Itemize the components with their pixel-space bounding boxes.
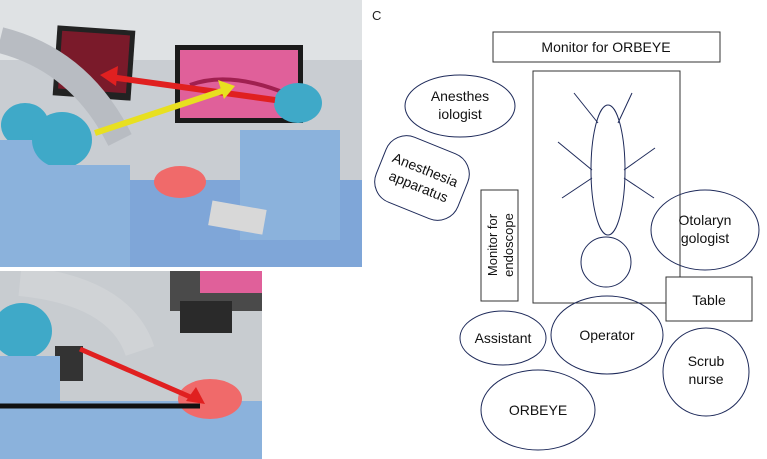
operating-bed bbox=[532, 70, 681, 304]
anesthesia-apparatus-label: Anesthesia bbox=[390, 149, 460, 190]
monitor-endoscope-label: Monitor for bbox=[485, 213, 500, 276]
operator-label: Operator bbox=[579, 327, 635, 343]
table-box bbox=[665, 276, 753, 322]
photo-a bbox=[0, 0, 362, 267]
monitor-orbeye-box bbox=[492, 31, 721, 63]
anesthesia-apparatus-box bbox=[374, 135, 470, 221]
operator-node bbox=[550, 295, 664, 375]
scrub-nurse-label-2: nurse bbox=[688, 371, 723, 387]
monitor-endoscope-label-2: endoscope bbox=[501, 213, 516, 277]
table-label: Table bbox=[692, 292, 726, 308]
assistant-node bbox=[459, 310, 547, 366]
scrub-nurse-label: Scrub bbox=[688, 353, 725, 369]
anesthesiologist-label: Anesthes bbox=[431, 88, 489, 104]
anesthesiologist-node bbox=[404, 74, 516, 138]
monitor-orbeye-label: Monitor for ORBEYE bbox=[541, 39, 670, 55]
patient-figure bbox=[557, 92, 656, 288]
scrub-nurse-node bbox=[662, 327, 750, 417]
assistant-label: Assistant bbox=[475, 330, 532, 346]
otolaryngologist-label: Otolaryn bbox=[679, 212, 732, 228]
otolaryngologist-label-2: gologist bbox=[681, 230, 729, 246]
anesthesia-apparatus-label-2: apparatus bbox=[387, 167, 451, 205]
orbeye-node bbox=[480, 369, 596, 451]
panel-label-c: C bbox=[372, 8, 382, 23]
orbeye-label: ORBEYE bbox=[509, 402, 567, 418]
monitor-endoscope-box bbox=[480, 189, 519, 302]
photo-b bbox=[0, 271, 262, 459]
anesthesiologist-label-2: iologist bbox=[438, 106, 482, 122]
otolaryngologist-node bbox=[650, 189, 760, 271]
